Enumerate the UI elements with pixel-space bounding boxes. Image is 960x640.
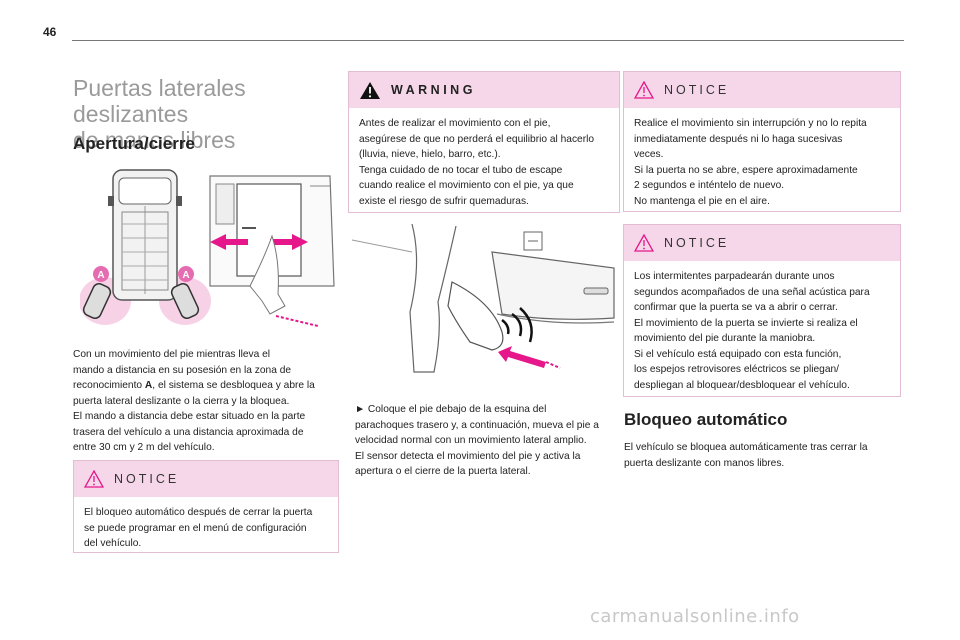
text-line: , el sistema se desbloquea y abre la [152,380,315,391]
instruction-line: apertura o el cierre de la puerta latera… [355,466,531,477]
notice-line: No mantenga el pie en el aire. [634,195,770,207]
door-arrow-right [270,234,308,250]
key-fob-right [170,283,200,319]
foot-illustration [447,281,504,351]
text-line: trasera del vehículo a una distancia apr… [73,426,304,438]
notice-line: veces. [634,149,664,160]
notice-box-indicators: NOTICE Los intermitentes parpadearán dur… [623,224,901,397]
text-line: Con un movimiento del pie mientras lleva… [73,349,271,360]
notice-body: El bloqueo automático después de cerrar … [74,497,338,552]
instruction-line: El sensor detecta el movimiento del pie … [355,450,581,462]
notice-body: Realice el movimiento sin interrupción y… [624,108,900,209]
text-line: reconocimiento [73,380,145,391]
notice-warning-icon [84,470,104,488]
text-line: El vehículo se bloquea automáticamente t… [624,442,868,453]
notice-line: El movimiento de la puerta se invierte s… [634,317,858,329]
notice-line: inmediatamente después ni lo haga sucesi… [634,133,843,145]
notice-warning-icon [634,81,654,99]
leg-illustration [249,234,286,315]
auto-lock-paragraph: El vehículo se bloquea automáticamente t… [624,440,902,471]
notice-line: se puede programar en el menú de configu… [84,522,307,534]
warning-line: cuando realice el movimiento con el pie,… [359,180,574,191]
subtitle-auto-lock: Bloqueo automático [624,410,788,429]
warning-line: Tenga cuidado de no tocar el tubo de esc… [359,164,563,176]
text-line: mando a distancia en su posesión en la z… [73,364,292,376]
page-title: Puertas laterales deslizantes de manos l… [73,75,343,153]
marker-a-left [93,266,109,282]
sensor-wave [511,312,523,337]
notice-box-movement: NOTICE Realice el movimiento sin interru… [623,71,901,212]
warning-header: WARNING [349,72,619,108]
page-title-line-2: de manos libres [73,127,236,153]
warning-line: existe el riesgo de sufrir quemaduras. [359,195,529,207]
marker-a-right [178,266,194,282]
notice-line: Si el vehículo está equipado con esta fu… [634,348,842,360]
header-divider [72,40,904,41]
figure-foot-under-bumper [351,222,618,390]
notice-line: El bloqueo automático después de cerrar … [84,507,313,518]
van-illustration: A A [79,169,335,327]
notice-line: despliegan al bloquear/desbloquear el ve… [634,379,850,391]
page-title-line-1: Puertas laterales deslizantes [73,75,246,127]
instruction-line: ► Coloque el pie debajo de la esquina de… [355,404,547,415]
intro-paragraph: Con un movimiento del pie mientras lleva… [73,347,343,456]
text-line: El mando a distancia debe estar situado … [73,411,306,422]
watermark: carmanualsonline.info [590,606,800,627]
notice-line: Realice el movimiento sin interrupción y… [634,118,867,129]
figure-van-top-and-side: A A [79,166,338,334]
text-line: puerta deslizante con manos libres. [624,457,785,469]
notice-line: Los intermitentes parpadearán durante un… [634,271,835,282]
warning-triangle-icon [360,81,380,99]
notice-line: Si la puerta no se abre, espere aproxima… [634,164,858,176]
notice-header: NOTICE [624,225,900,261]
page-number: 46 [43,25,57,39]
notice-label: NOTICE [664,83,730,97]
sensor-wave [501,319,510,335]
notice-header: NOTICE [74,461,338,497]
notice-body: Los intermitentes parpadearán durante un… [624,261,900,393]
zone-reference-a: A [144,380,153,391]
sensor-wave [519,307,533,343]
notice-line: los espejos retrovisores eléctricos se p… [634,364,839,375]
notice-label: NOTICE [114,472,180,486]
subtitle-open-close: Apertura/cierre [73,134,195,153]
notice-line: 2 segundos e inténtelo de nuevo. [634,180,785,191]
warning-label: WARNING [391,83,476,97]
notice-line: segundos acompañados de una señal acústi… [634,286,870,298]
text-line: puerta lateral deslizante o la cierra y … [73,395,290,407]
key-fob-left [82,283,112,319]
notice-label: NOTICE [664,236,730,250]
notice-header: NOTICE [624,72,900,108]
notice-line: confirmar que la puerta se va a abrir o … [634,302,838,313]
bumper-illustration [351,223,615,373]
marker-a-left-label: A [97,270,104,281]
notice-line: movimiento del pie durante la maniobra. [634,333,816,344]
foot-instructions: ► Coloque el pie debajo de la esquina de… [355,402,623,480]
door-arrow-left [210,234,248,250]
warning-line: Antes de realizar el movimiento con el p… [359,118,551,129]
warning-line: (lluvia, nieve, hielo, barro, etc.). [359,149,501,160]
warning-line: asegúrese de que no perderá el equilibri… [359,133,595,145]
notice-line: del vehículo. [84,538,142,549]
notice-warning-icon [634,234,654,252]
warning-body: Antes de realizar el movimiento con el p… [349,108,619,209]
warning-box: WARNING Antes de realizar el movimiento … [348,71,620,213]
notice-box-auto-lock: NOTICE El bloqueo automático después de … [73,460,339,553]
instruction-line: parachoques trasero y, a continuación, m… [355,419,599,431]
instruction-line: velocidad normal con un movimiento later… [355,435,587,446]
text-line: entre 30 cm y 2 m del vehículo. [73,442,215,453]
marker-a-right-label: A [182,270,189,281]
leg-illustration [409,223,457,373]
foot-motion-arrow [498,346,546,368]
